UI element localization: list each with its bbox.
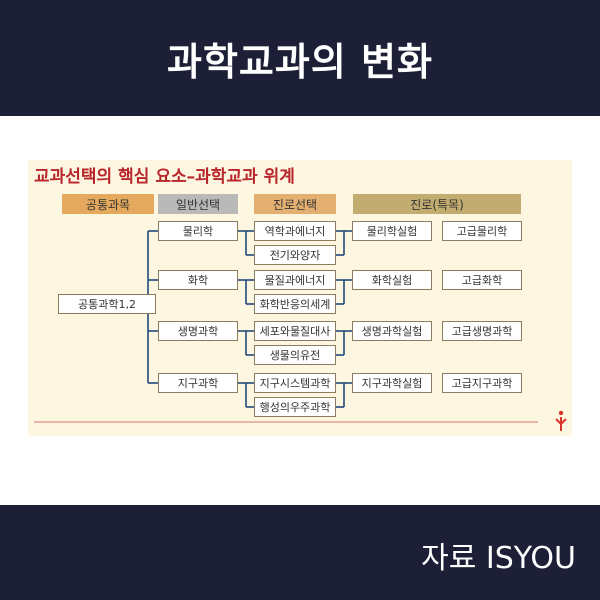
career-node: 생물의유전 [254,345,336,365]
source-banner: 자료 ISYOU [0,505,600,600]
general-node: 물리학 [158,221,238,241]
diagram-title: 교과선택의 핵심 요소–과학교과 위계 [34,167,295,187]
general-node: 화학 [158,270,238,290]
header-common: 공통과목 [62,194,154,214]
path-node: 고급지구과학 [442,373,522,393]
path-node: 생명과학실험 [352,321,432,341]
career-node: 지구시스템과학 [254,373,336,393]
path-node: 지구과학실험 [352,373,432,393]
header-career: 진로선택 [254,194,336,214]
path-node: 고급생명과학 [442,321,522,341]
career-node: 화학반응의세계 [254,294,336,314]
path-node: 고급물리학 [442,221,522,241]
path-node: 고급화학 [442,270,522,290]
header-general: 일반선택 [158,194,238,214]
general-node: 생명과학 [158,321,238,341]
root-node: 공통과학1,2 [58,294,156,314]
career-node: 역학과에너지 [254,221,336,241]
career-node: 물질과에너지 [254,270,336,290]
header-path: 진로(특목) [353,194,521,214]
page-title: 과학교과의 변화 [167,39,433,84]
brand-logo-icon [555,410,567,431]
diagram-panel: 교과선택의 핵심 요소–과학교과 위계 공통과목 일반선택 진로선택 진로(특목… [28,160,572,436]
career-node: 전기와양자 [254,245,336,265]
career-node: 행성의우주과학 [254,397,336,417]
path-node: 화학실험 [352,270,432,290]
title-banner: 과학교과의 변화 [0,0,600,116]
general-node: 지구과학 [158,373,238,393]
path-node: 물리학실험 [352,221,432,241]
source-credit: 자료 ISYOU [421,541,576,576]
career-node: 세포와물질대사 [254,321,336,341]
connector-lines [34,230,538,423]
